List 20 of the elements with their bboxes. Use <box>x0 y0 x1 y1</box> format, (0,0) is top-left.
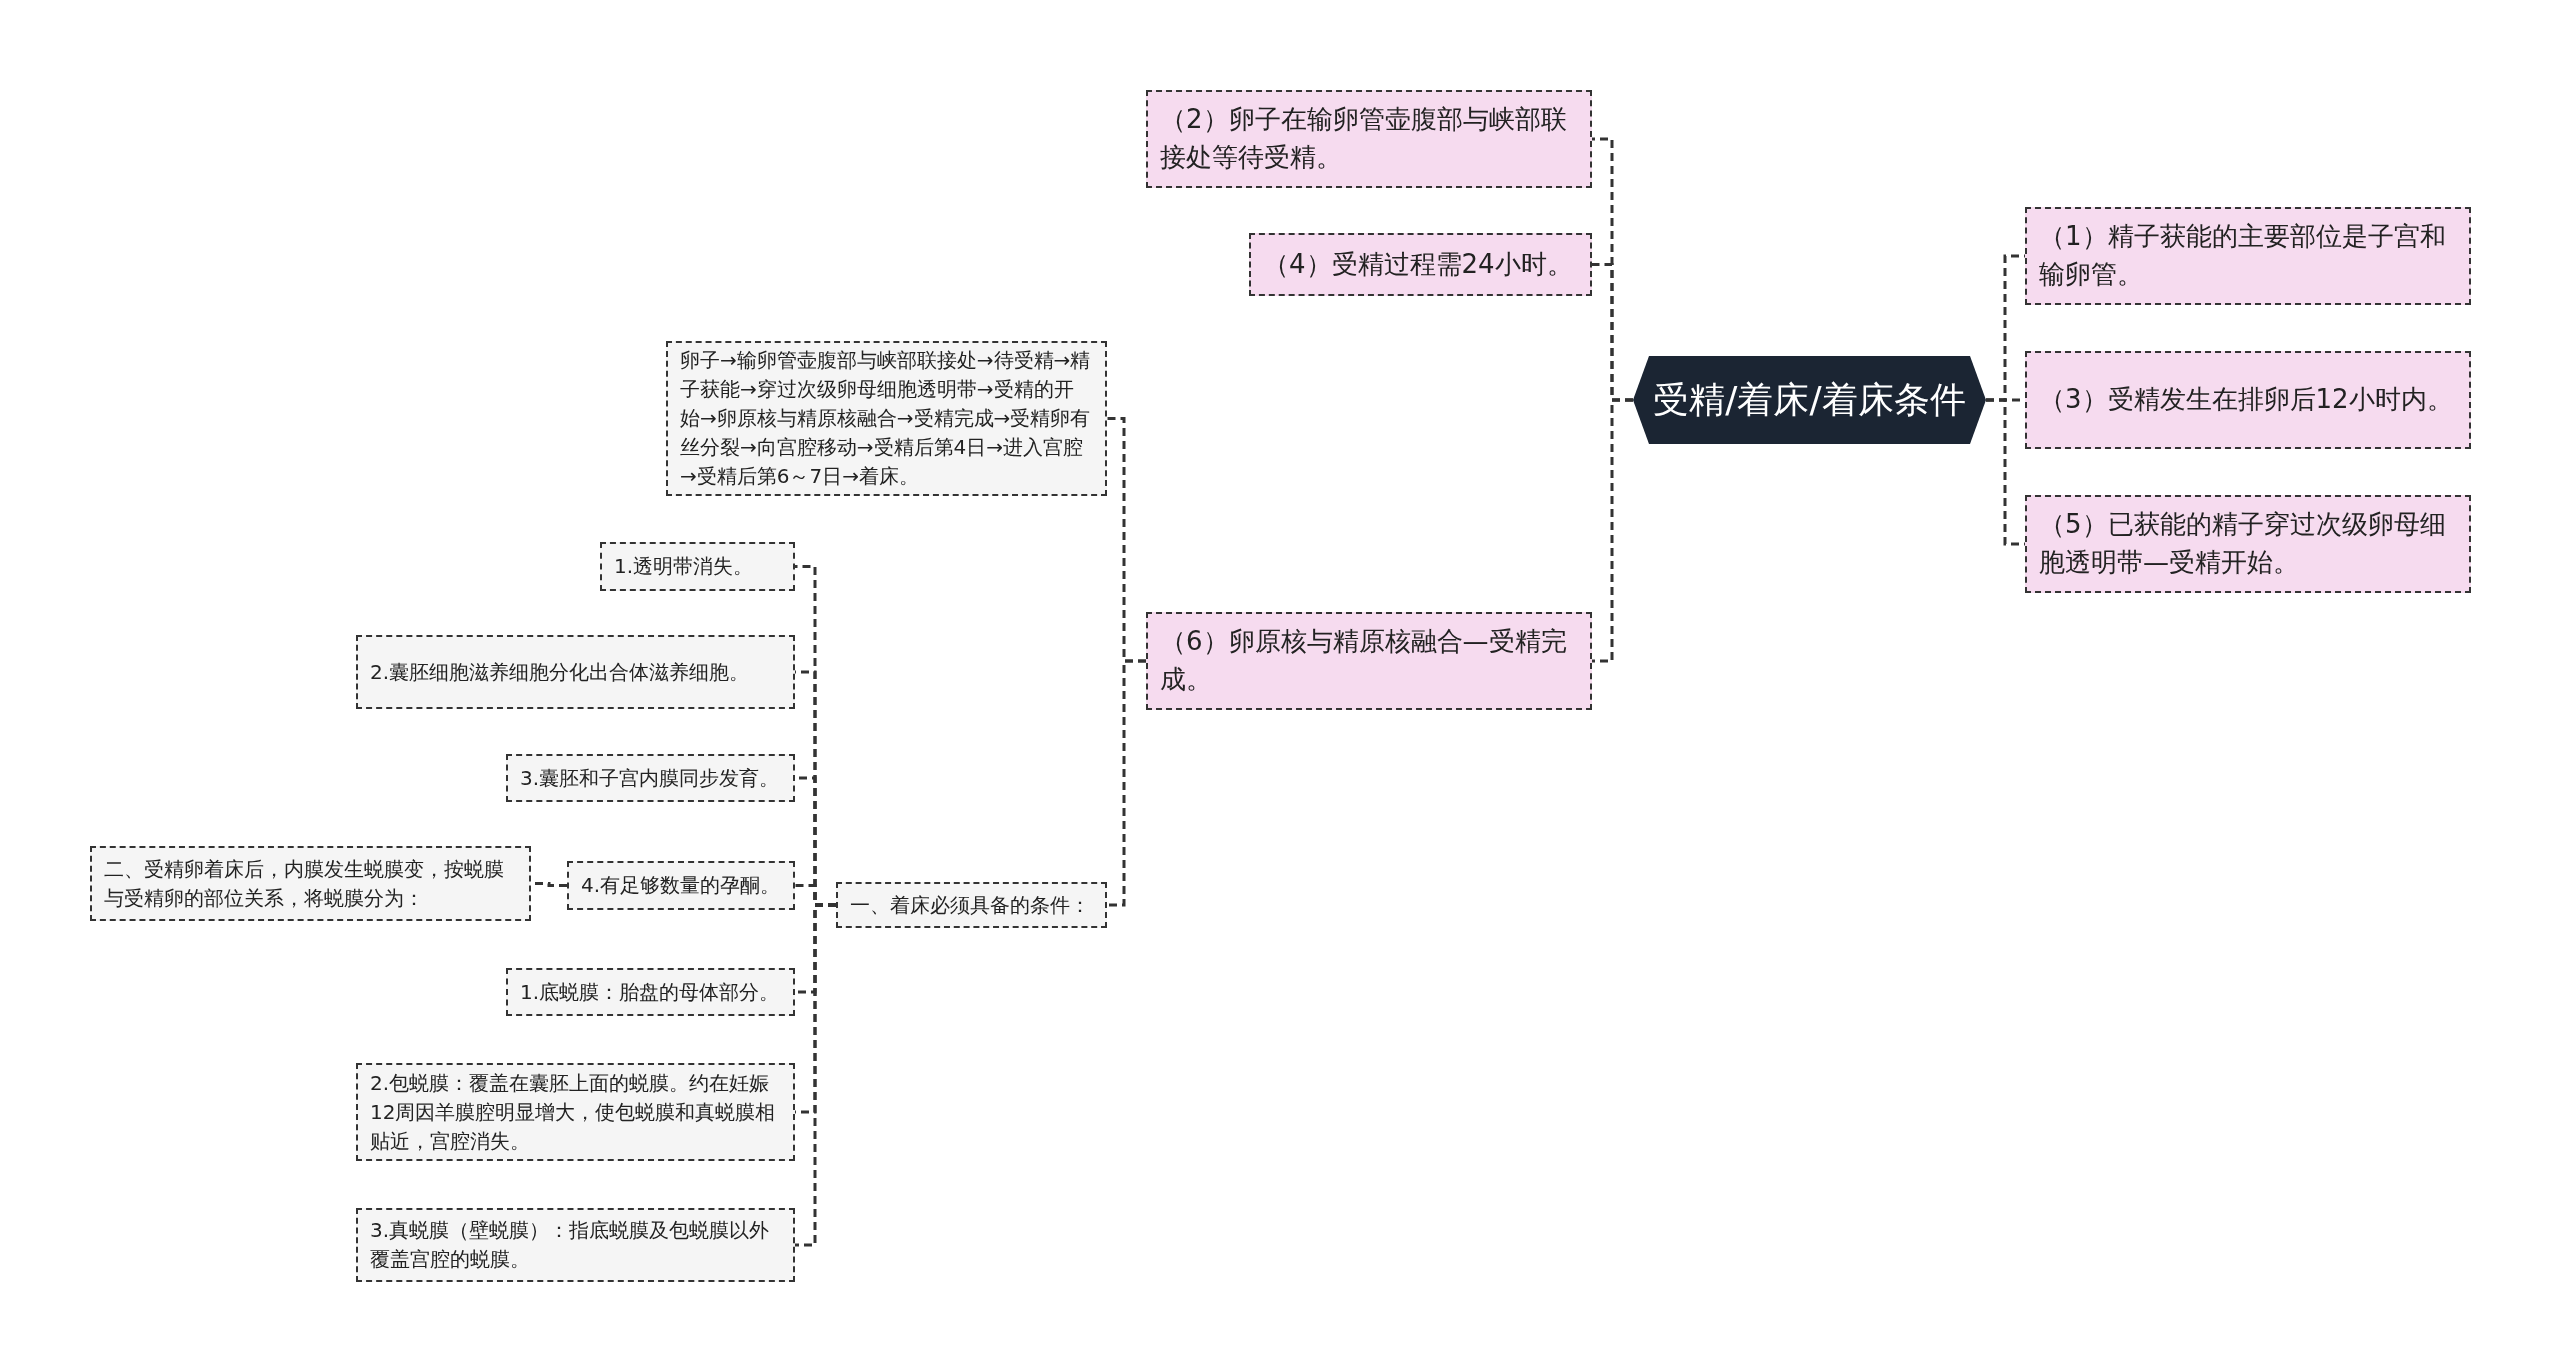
topic-box: （2）卵子在输卵管壶腹部与峡部联接处等待受精。 <box>1146 90 1592 188</box>
subtopic-box: 1.底蜕膜：胎盘的母体部分。 <box>506 968 795 1016</box>
subtopic-box: 卵子→输卵管壶腹部与峡部联接处→待受精→精子获能→穿过次级卵母细胞透明带→受精的开始→卵原核与精原核融合→受精完成→受精卵有丝分裂→向宫腔移动→受精后第4日→进入宫腔→受精后第6～7日→着床。 <box>666 341 1107 496</box>
subtopic-box: 1.透明带消失。 <box>600 542 795 591</box>
subtopic-box: 二、受精卵着床后，内膜发生蜕膜变，按蜕膜与受精卵的部位关系，将蜕膜分为： <box>90 846 531 921</box>
subtopic-box: 3.囊胚和子宫内膜同步发育。 <box>506 754 795 802</box>
connector <box>1592 398 1633 663</box>
subtopic-box: 3.真蜕膜（壁蜕膜）：指底蜕膜及包蜕膜以外覆盖宫腔的蜕膜。 <box>356 1208 795 1282</box>
topic-box: （1）精子获能的主要部位是子宫和输卵管。 <box>2025 207 2471 305</box>
central-topic: 受精/着床/着床条件 <box>1633 356 1986 444</box>
topic-box: （6）卵原核与精原核融合—受精完成。 <box>1146 612 1592 710</box>
topic-box: （3）受精发生在排卵后12小时内。 <box>2025 351 2471 449</box>
connector <box>1107 659 1146 907</box>
connector <box>795 903 836 1247</box>
subtopic-box: 2.囊胚细胞滋养细胞分化出合体滋养细胞。 <box>356 635 795 709</box>
topic-box: （4）受精过程需24小时。 <box>1249 233 1592 296</box>
subtopic-box: 一、着床必须具备的条件： <box>836 882 1107 928</box>
topic-box: （5）已获能的精子穿过次级卵母细胞透明带—受精开始。 <box>2025 495 2471 593</box>
subtopic-box: 4.有足够数量的孕酮。 <box>567 861 795 910</box>
subtopic-box: 2.包蜕膜：覆盖在囊胚上面的蜕膜。约在妊娠12周因羊膜腔明显增大，使包蜕膜和真蜕膜相贴近，宫腔消失。 <box>356 1063 795 1161</box>
